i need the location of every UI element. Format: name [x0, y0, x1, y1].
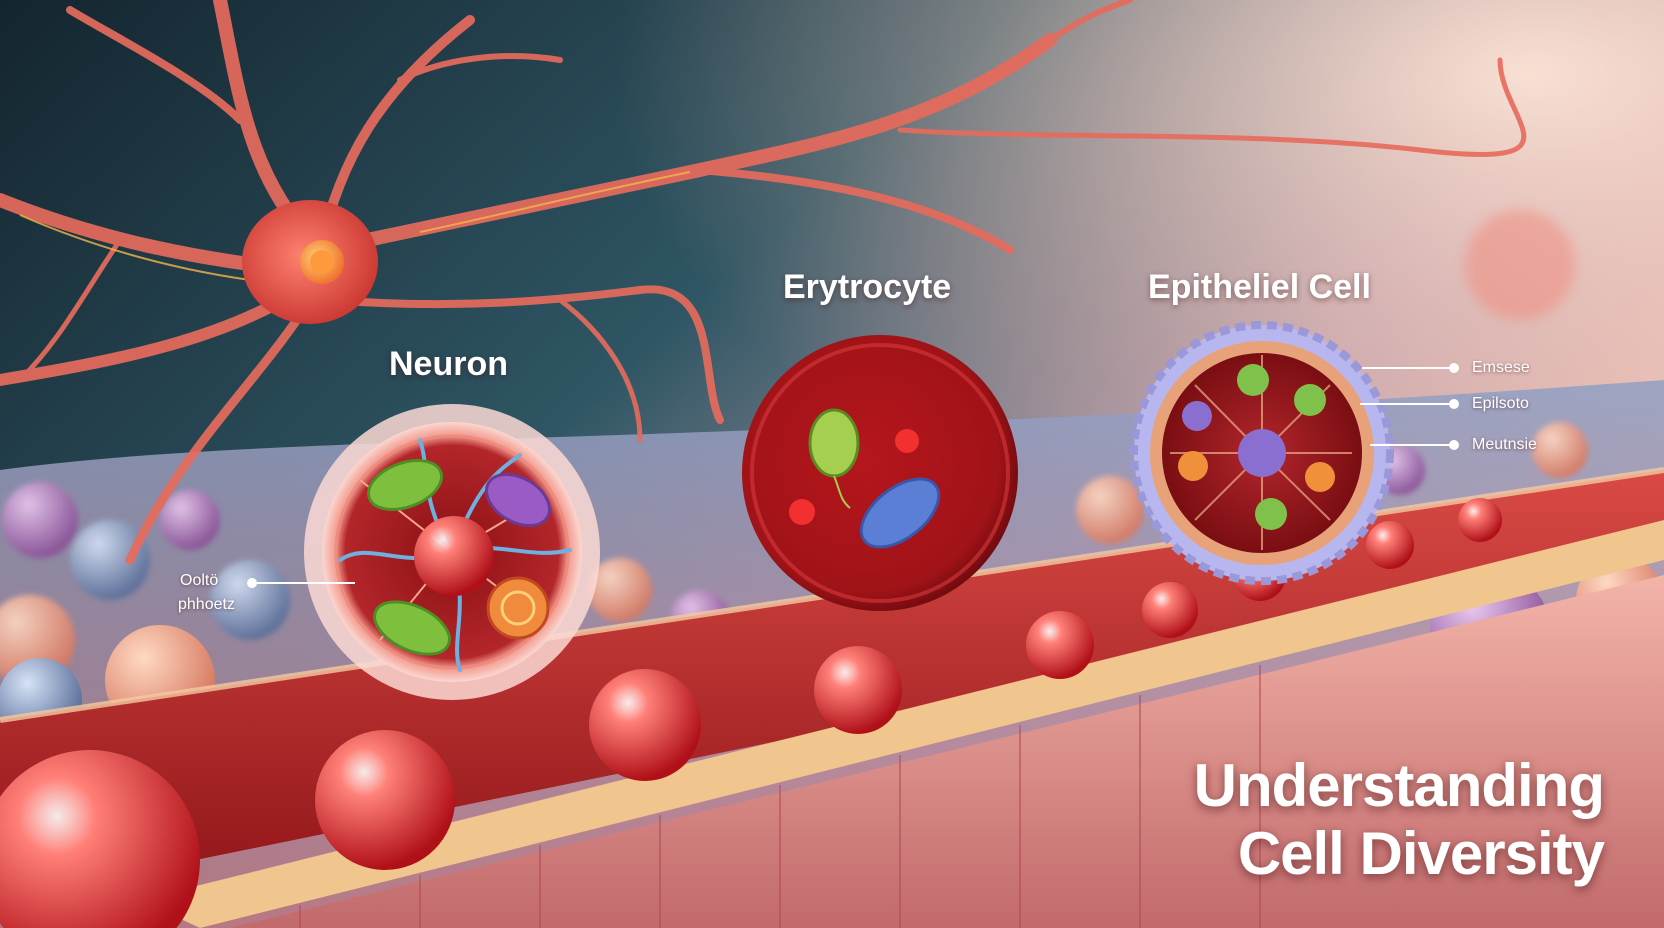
erythrocyte-label: Erytrocyte — [783, 268, 952, 306]
callout-right-2: Epilsoto — [1472, 395, 1529, 412]
callout-right-3: Meutnsie — [1472, 436, 1537, 453]
neuron-cell — [304, 404, 600, 700]
page-title: Understanding Cell Diversity — [1193, 752, 1605, 888]
neuron-label: Neuron — [389, 345, 508, 383]
callout-left-line2: phhoetz — [178, 596, 235, 613]
callout-right-1: Emsese — [1472, 359, 1530, 376]
epithelial-cell — [1130, 321, 1394, 585]
erythrocyte-cell — [742, 335, 1018, 611]
callout-left-line1: Ooltö — [180, 572, 219, 589]
epithelial-label: Epitheliel Cell — [1148, 268, 1371, 306]
title-line-1: Understanding — [1193, 752, 1605, 819]
title-line-2: Cell Diversity — [1237, 820, 1605, 887]
